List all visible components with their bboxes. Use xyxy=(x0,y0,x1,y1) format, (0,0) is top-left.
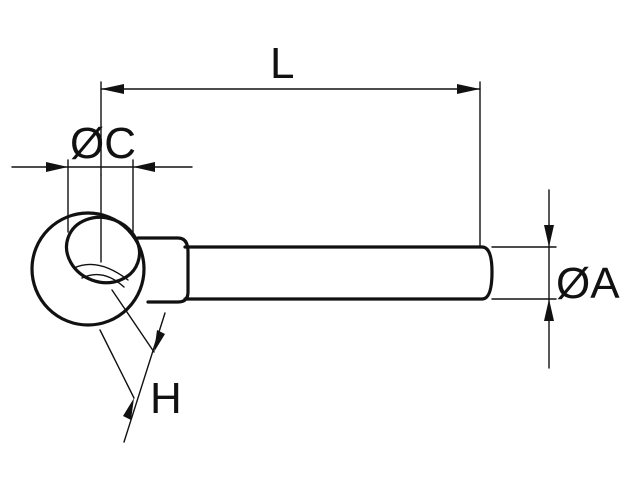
label-bore-diameter: ØC xyxy=(70,119,136,168)
label-length: L xyxy=(270,39,294,88)
label-shaft-diameter: ØA xyxy=(556,259,620,308)
eye-bolt-outline xyxy=(30,174,494,327)
bore-inner-curve-2 xyxy=(81,273,125,288)
neck-outline xyxy=(136,236,190,304)
bore-outline xyxy=(64,215,142,285)
dimension-length: L xyxy=(100,39,481,248)
dimension-shaft-diameter: ØA xyxy=(491,189,620,369)
dimension-bore-diameter: ØC xyxy=(11,119,193,234)
shaft-outline xyxy=(183,245,494,301)
label-thickness: H xyxy=(150,374,182,423)
bore-inner-curve xyxy=(73,263,129,281)
dimension-thickness: H xyxy=(99,289,182,443)
eye-ring-outline xyxy=(30,211,146,327)
